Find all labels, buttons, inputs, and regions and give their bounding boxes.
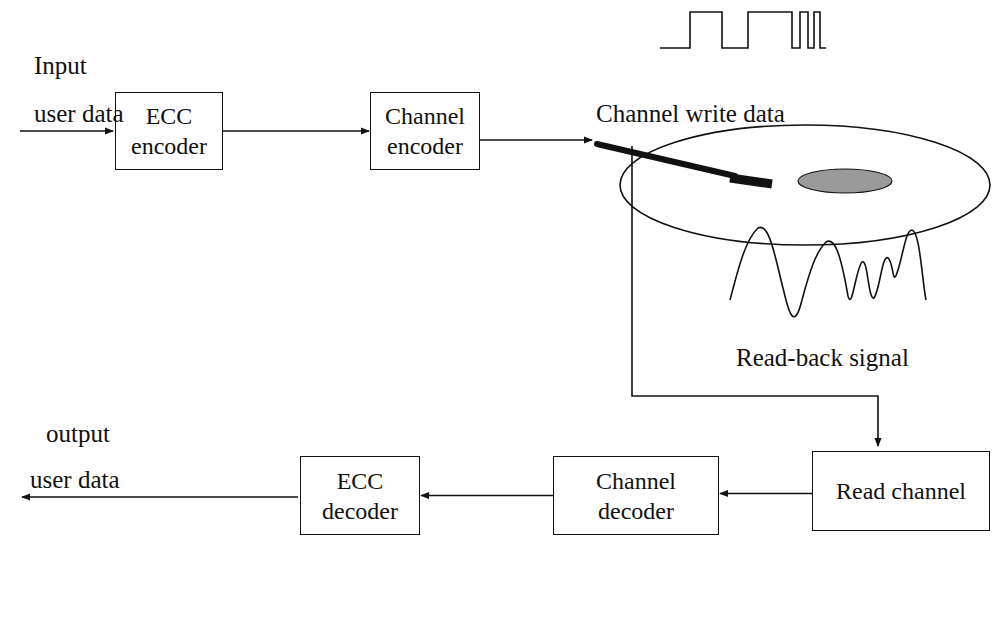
box-label: Channel decoder	[574, 466, 698, 526]
process-box: Read channel	[812, 451, 990, 531]
process-box: ECC encoder	[115, 92, 223, 170]
process-box: ECC decoder	[300, 456, 420, 535]
process-box: Channel encoder	[370, 92, 480, 170]
annotation-label: user data	[34, 100, 124, 128]
readback-waveform	[730, 227, 926, 316]
box-label: Read channel	[836, 476, 966, 506]
annotation-label: Channel write data	[596, 100, 785, 128]
process-box: Channel decoder	[553, 456, 719, 535]
annotation-label: output	[46, 420, 110, 448]
readback-wire	[632, 146, 878, 446]
box-label: ECC decoder	[307, 466, 413, 526]
annotation-label: Read-back signal	[736, 344, 909, 372]
flow-arrow	[720, 493, 812, 495]
head-arm	[597, 144, 735, 176]
recorded-bit	[798, 169, 892, 193]
box-label: Channel encoder	[377, 101, 473, 161]
annotation-label: user data	[30, 466, 120, 494]
flow-arrow	[421, 495, 553, 497]
write-arrow	[476, 139, 592, 141]
output-arrow	[22, 496, 298, 498]
flow-arrow	[223, 130, 369, 132]
annotation-label: Input	[34, 52, 87, 80]
write-waveform	[660, 12, 826, 48]
box-label: ECC encoder	[122, 101, 216, 161]
disk-platter	[620, 125, 990, 245]
read-write-head	[730, 178, 772, 184]
input-arrow	[20, 130, 113, 132]
